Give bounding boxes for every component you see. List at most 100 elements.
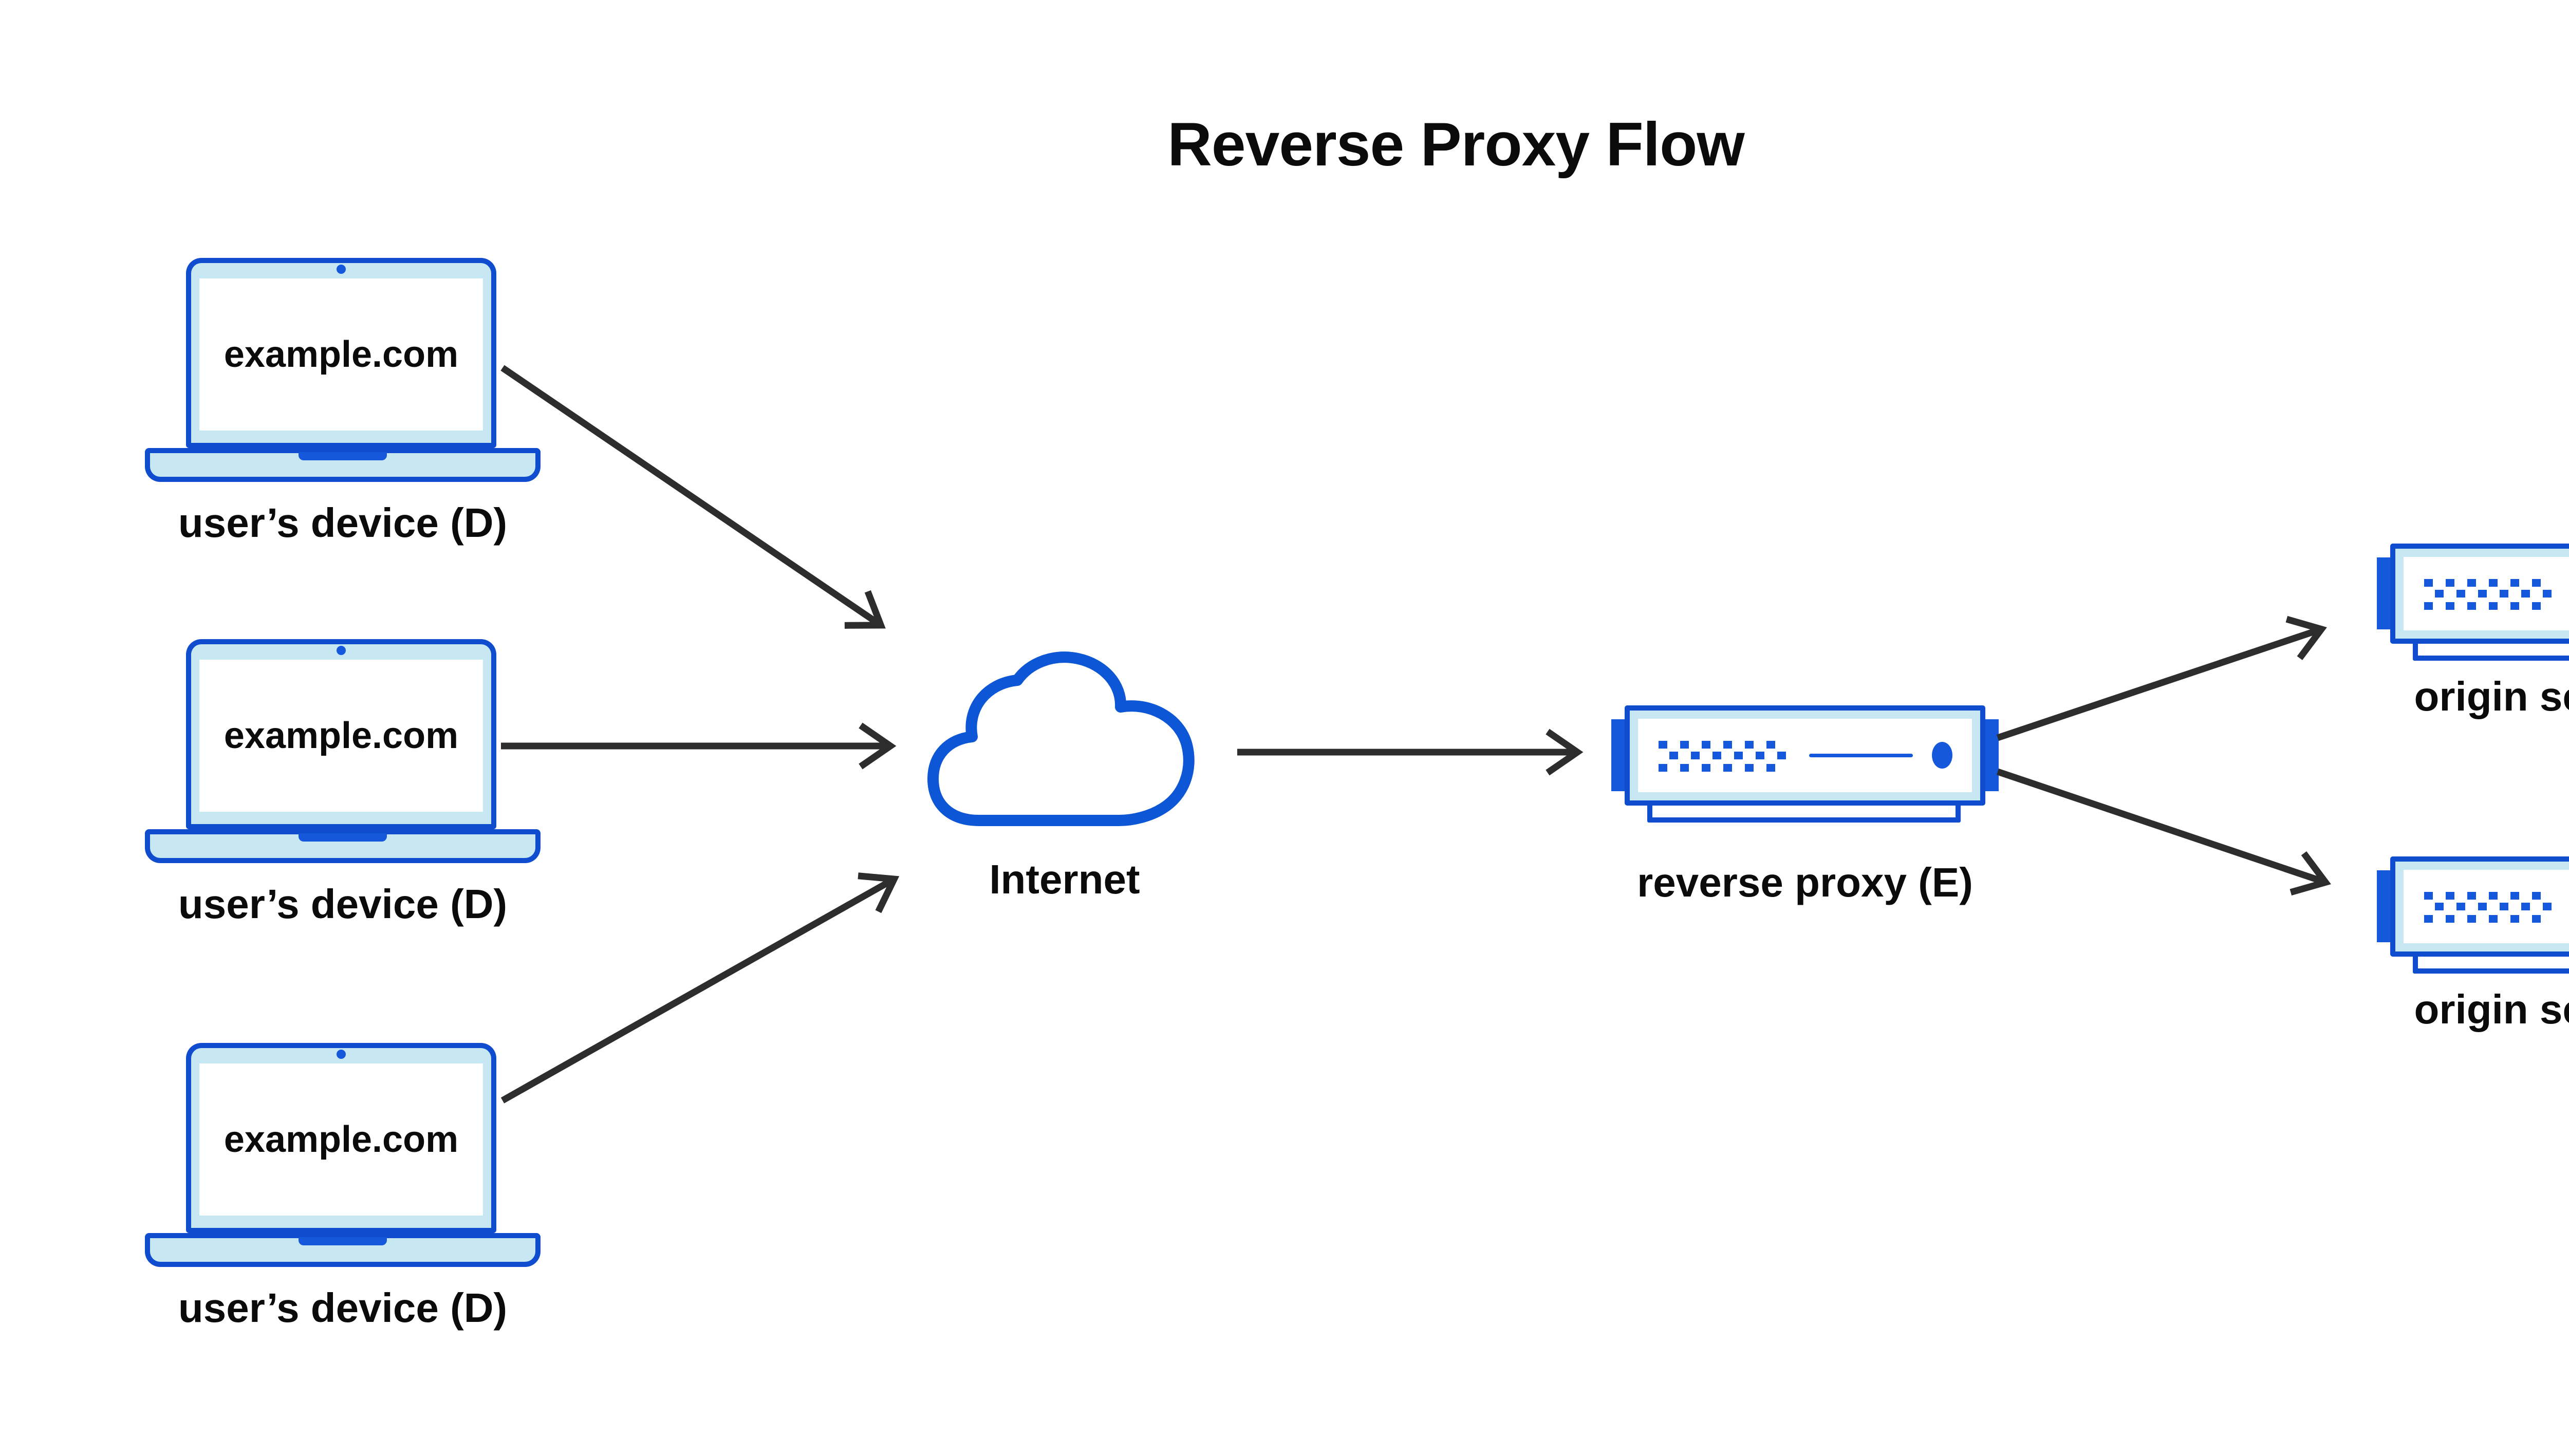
vent-dot	[2467, 892, 2476, 900]
laptop-notch	[299, 1237, 387, 1245]
server-mount-tab-icon	[2377, 557, 2392, 629]
arrow-proxy-to-origin1	[1996, 615, 2327, 741]
laptop-notch	[299, 452, 387, 460]
webcam-dot-icon	[337, 265, 346, 274]
vent-dot	[1723, 741, 1732, 749]
server-mount-tab-icon	[1611, 719, 1627, 791]
server-body	[1625, 705, 1985, 806]
server-vent-dots-icon	[2424, 892, 2553, 923]
reverse-proxy-icon: reverse proxy (E)	[1611, 705, 1999, 921]
vent-dot	[2489, 579, 2498, 587]
vent-dot	[1691, 752, 1700, 759]
origin-server-2-label: origin server (F)	[2414, 986, 2569, 1032]
vent-dot	[1669, 752, 1678, 759]
vent-dot	[2435, 903, 2444, 910]
reverse-proxy-label: reverse proxy (E)	[1637, 860, 1973, 905]
laptop-display: example.com	[199, 1063, 483, 1216]
server-face	[2404, 557, 2569, 630]
device-2-label: user’s device (D)	[178, 881, 508, 927]
vent-dot	[2500, 590, 2508, 598]
vent-dot	[2424, 915, 2433, 923]
screen-url-text: example.com	[224, 1119, 459, 1160]
vent-dot	[2424, 579, 2433, 587]
vent-dot	[2446, 915, 2454, 923]
webcam-dot-icon	[337, 1050, 346, 1059]
vent-dot	[2489, 915, 2498, 923]
vent-dot	[2521, 590, 2530, 598]
server-body	[2390, 544, 2569, 644]
arrow-device3-to-internet	[500, 872, 900, 1104]
device-1-label: user’s device (D)	[178, 500, 508, 546]
vent-dot	[1702, 741, 1710, 749]
server-vent-dots-icon	[2424, 579, 2553, 610]
vent-dot	[1734, 752, 1743, 759]
vent-dot	[2467, 579, 2476, 587]
vent-dot	[2532, 579, 2541, 587]
vent-dot	[1702, 764, 1710, 772]
arrow-proxy-to-origin2	[1996, 768, 2331, 895]
vent-dot	[1659, 764, 1667, 772]
vent-dot	[1723, 764, 1732, 772]
webcam-dot-icon	[337, 646, 346, 655]
diagram-title: Reverse Proxy Flow	[1167, 110, 1745, 179]
server-mount-tab-icon	[1983, 719, 1999, 791]
vent-dot	[2543, 590, 2552, 598]
laptop-notch	[299, 833, 387, 842]
vent-dot	[2510, 892, 2519, 900]
vent-dot	[2478, 903, 2487, 910]
laptop-display: example.com	[199, 660, 483, 812]
vent-dot	[2467, 602, 2476, 610]
vent-dot	[1766, 741, 1775, 749]
vent-dot	[2446, 892, 2454, 900]
origin-server-2-icon: origin server (F)	[2377, 856, 2569, 1072]
server-slot-line-icon	[1809, 754, 1913, 757]
vent-dot	[2435, 590, 2444, 598]
server-vent-dots-icon	[1659, 741, 1787, 772]
vent-dot	[1712, 752, 1721, 759]
user-device-2-icon: example.com user’s device (D)	[145, 639, 541, 958]
internet-label: Internet	[989, 856, 1140, 902]
user-device-1-icon: example.com user’s device (D)	[145, 258, 541, 576]
server-body	[2390, 856, 2569, 957]
internet-cloud-icon	[927, 651, 1195, 826]
vent-dot	[2478, 590, 2487, 598]
vent-dot	[1659, 741, 1667, 749]
vent-dot	[2510, 579, 2519, 587]
vent-dot	[1680, 764, 1689, 772]
vent-dot	[2489, 602, 2498, 610]
user-device-3-icon: example.com user’s device (D)	[145, 1043, 541, 1361]
vent-dot	[2500, 903, 2508, 910]
vent-dot	[1777, 752, 1786, 759]
screen-url-text: example.com	[224, 334, 459, 375]
server-mount-tab-icon	[2377, 870, 2392, 942]
vent-dot	[1745, 764, 1754, 772]
origin-server-1-icon: origin server (F)	[2377, 544, 2569, 759]
vent-dot	[1766, 764, 1775, 772]
origin-server-1-label: origin server (F)	[2414, 674, 2569, 719]
vent-dot	[2456, 590, 2465, 598]
vent-dot	[2424, 892, 2433, 900]
vent-dot	[2521, 903, 2530, 910]
server-face	[1638, 719, 1972, 792]
arrow-device1-to-internet	[500, 365, 886, 629]
vent-dot	[2467, 915, 2476, 923]
laptop-display: example.com	[199, 278, 483, 431]
screen-url-text: example.com	[224, 715, 459, 756]
vent-dot	[2532, 915, 2541, 923]
vent-dot	[2510, 602, 2519, 610]
vent-dot	[1756, 752, 1764, 759]
vent-dot	[2543, 903, 2552, 910]
vent-dot	[2456, 903, 2465, 910]
vent-dot	[2532, 892, 2541, 900]
vent-dot	[1680, 741, 1689, 749]
cloud-outline	[927, 651, 1195, 826]
vent-dot	[2446, 579, 2454, 587]
server-power-led-icon	[1932, 742, 1952, 769]
device-3-label: user’s device (D)	[178, 1285, 508, 1331]
server-face	[2404, 870, 2569, 943]
vent-dot	[2424, 602, 2433, 610]
vent-dot	[2489, 892, 2498, 900]
vent-dot	[2510, 915, 2519, 923]
